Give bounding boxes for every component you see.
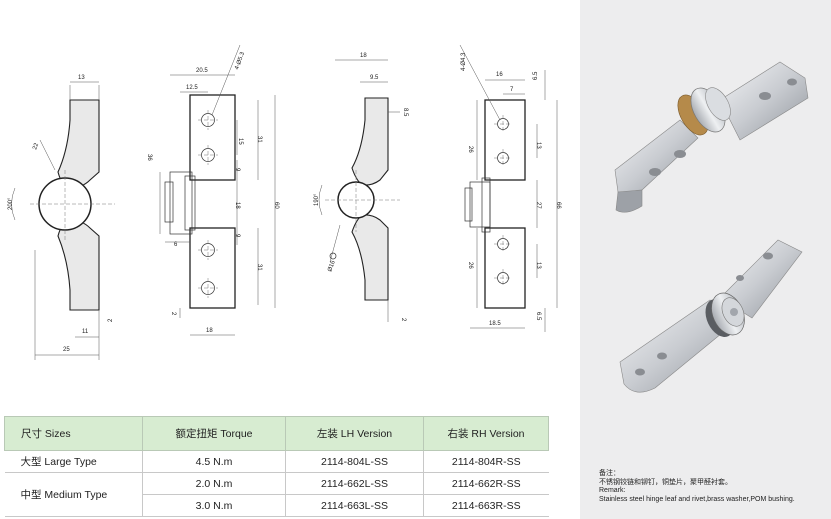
dim-d3-top-c: 8.5 xyxy=(402,108,408,117)
dim-d1-angle: 200° xyxy=(8,197,14,210)
table-row: 中型 Medium Type 2.0 N.m 2114-662L-SS 2114… xyxy=(4,472,549,517)
table-header-row: 尺寸 Sizes 额定扭矩 Torque 左装 LH Version 右装 RH… xyxy=(4,416,549,451)
hinge-photo-top xyxy=(614,61,809,213)
remark-text-cn: 不锈钢铰链和铆钉，铜垫片，聚甲醛衬套。 xyxy=(599,478,732,486)
dim-d2-side-e: 9 xyxy=(234,234,240,238)
cell-size: 大型 Large Type xyxy=(4,450,143,473)
cell-rh: 2114-804R-SS xyxy=(423,450,549,473)
dim-d2-top-a: 20.5 xyxy=(196,68,208,74)
col-header-torque: 额定扭矩 Torque xyxy=(142,416,286,451)
cell-lh: 2114-662L-SS xyxy=(285,472,424,495)
dim-d2-left-a: 36 xyxy=(146,154,152,161)
dim-d4-side-c: 66 xyxy=(555,202,561,209)
product-photos xyxy=(614,61,809,393)
dim-d4-side-d: 13 xyxy=(535,262,541,269)
cell-lh: 2114-804L-SS xyxy=(285,450,424,473)
dim-d2-bot-b: 18 xyxy=(206,328,213,334)
remark-label-cn: 备注： xyxy=(599,470,620,477)
dim-d3-angle: 190° xyxy=(314,193,320,206)
dim-d4-top-b: 7 xyxy=(510,87,514,93)
dim-d4-bot-b: 6.5 xyxy=(535,312,541,321)
dim-d2-bot-a: 2 xyxy=(170,312,176,316)
dim-d4-side-b: 27 xyxy=(535,202,541,209)
cell-torque: 2.0 N.m xyxy=(142,472,286,495)
drawing-side-view-medium: 18 9.5 8.5 190° Ø16 2 xyxy=(314,53,408,322)
dim-d4-bot-a: 18.5 xyxy=(489,321,501,327)
dim-d1-top: 13 xyxy=(78,75,85,81)
cell-lh: 2114-663L-SS xyxy=(285,494,424,517)
cell-rh: 2114-663R-SS xyxy=(423,494,549,517)
dim-d3-top-b: 9.5 xyxy=(370,75,379,81)
lower-leaf-medium xyxy=(351,214,389,301)
spec-table: 尺寸 Sizes 额定扭矩 Torque 左装 LH Version 右装 RH… xyxy=(4,416,549,517)
col-header-lh: 左装 LH Version xyxy=(285,416,424,451)
dim-d3-top-a: 18 xyxy=(360,53,367,59)
dim-d2-overall: 60 xyxy=(273,202,279,209)
dim-d4-left-b: 26 xyxy=(467,262,473,269)
dim-d1-radius: 22 xyxy=(32,142,40,151)
lower-leaf xyxy=(57,219,100,311)
dim-d1-bot-a: 2 xyxy=(108,318,114,322)
dim-d4-side-a: 13 xyxy=(535,142,541,149)
col-header-sizes: 尺寸 Sizes xyxy=(4,416,143,451)
upper-leaf-medium xyxy=(351,97,389,186)
cell-size: 中型 Medium Type xyxy=(4,472,143,517)
remark-label-en: Remark: xyxy=(599,487,626,495)
dim-d2-side-f: 31 xyxy=(256,264,262,271)
dim-d2-side-b: 31 xyxy=(256,136,262,143)
dim-d3-dia: Ø16 xyxy=(327,259,337,272)
drawing-front-view-medium: 4-Ø4.3 16 7 6.5 13 27 66 13 26 26 18.5 6… xyxy=(459,44,561,332)
table-row: 大型 Large Type 4.5 N.m 2114-804L-SS 2114-… xyxy=(4,450,549,473)
remark-note: 备注： 不锈钢铰链和铆钉，铜垫片，聚甲醛衬套。 Remark: Stainles… xyxy=(599,470,829,504)
cell-torque: 3.0 N.m xyxy=(142,494,286,517)
dim-d1-bot-c: 25 xyxy=(63,347,70,353)
drawing-front-view-large: 20.5 12.5 4-Ø5.3 15 31 9 18 9 31 60 36 6… xyxy=(146,44,279,336)
product-photo-panel: 备注： 不锈钢铰链和铆钉，铜垫片，聚甲醛衬套。 Remark: Stainles… xyxy=(580,0,831,519)
dim-d2-left-b: 6 xyxy=(174,242,178,248)
col-header-rh: 右装 RH Version xyxy=(423,416,549,451)
dim-d4-top-a: 16 xyxy=(496,72,503,78)
dim-d2-side-c: 9 xyxy=(234,168,240,172)
hinge-photo-bottom xyxy=(619,239,803,393)
technical-drawings: 13 22 200° 25 11 2 20.5 12.5 4-Ø5.3 15 3… xyxy=(8,44,561,360)
dim-d3-bot: 2 xyxy=(400,318,406,322)
table-row: 3.0 N.m 2114-663L-SS 2114-663R-SS xyxy=(5,494,549,517)
dim-d2-top-b: 12.5 xyxy=(186,85,198,91)
dim-d2-side-a: 15 xyxy=(237,138,243,145)
drawing-side-view-large: 13 22 200° 25 11 2 xyxy=(8,75,115,360)
upper-leaf xyxy=(57,99,100,189)
dim-d2-side-d: 18 xyxy=(234,202,240,209)
dim-d1-bot-b: 11 xyxy=(82,329,89,335)
dim-d4-hole: 4-Ø4.3 xyxy=(461,52,467,71)
dim-d4-r-a: 6.5 xyxy=(533,71,539,80)
remark-text-en: Stainless steel hinge leaf and rivet,bra… xyxy=(599,495,795,503)
dim-d2-hole: 4-Ø5.3 xyxy=(234,51,246,71)
cell-torque: 4.5 N.m xyxy=(142,450,286,473)
dim-d4-left-a: 26 xyxy=(467,146,473,153)
cell-rh: 2114-662R-SS xyxy=(423,472,549,495)
